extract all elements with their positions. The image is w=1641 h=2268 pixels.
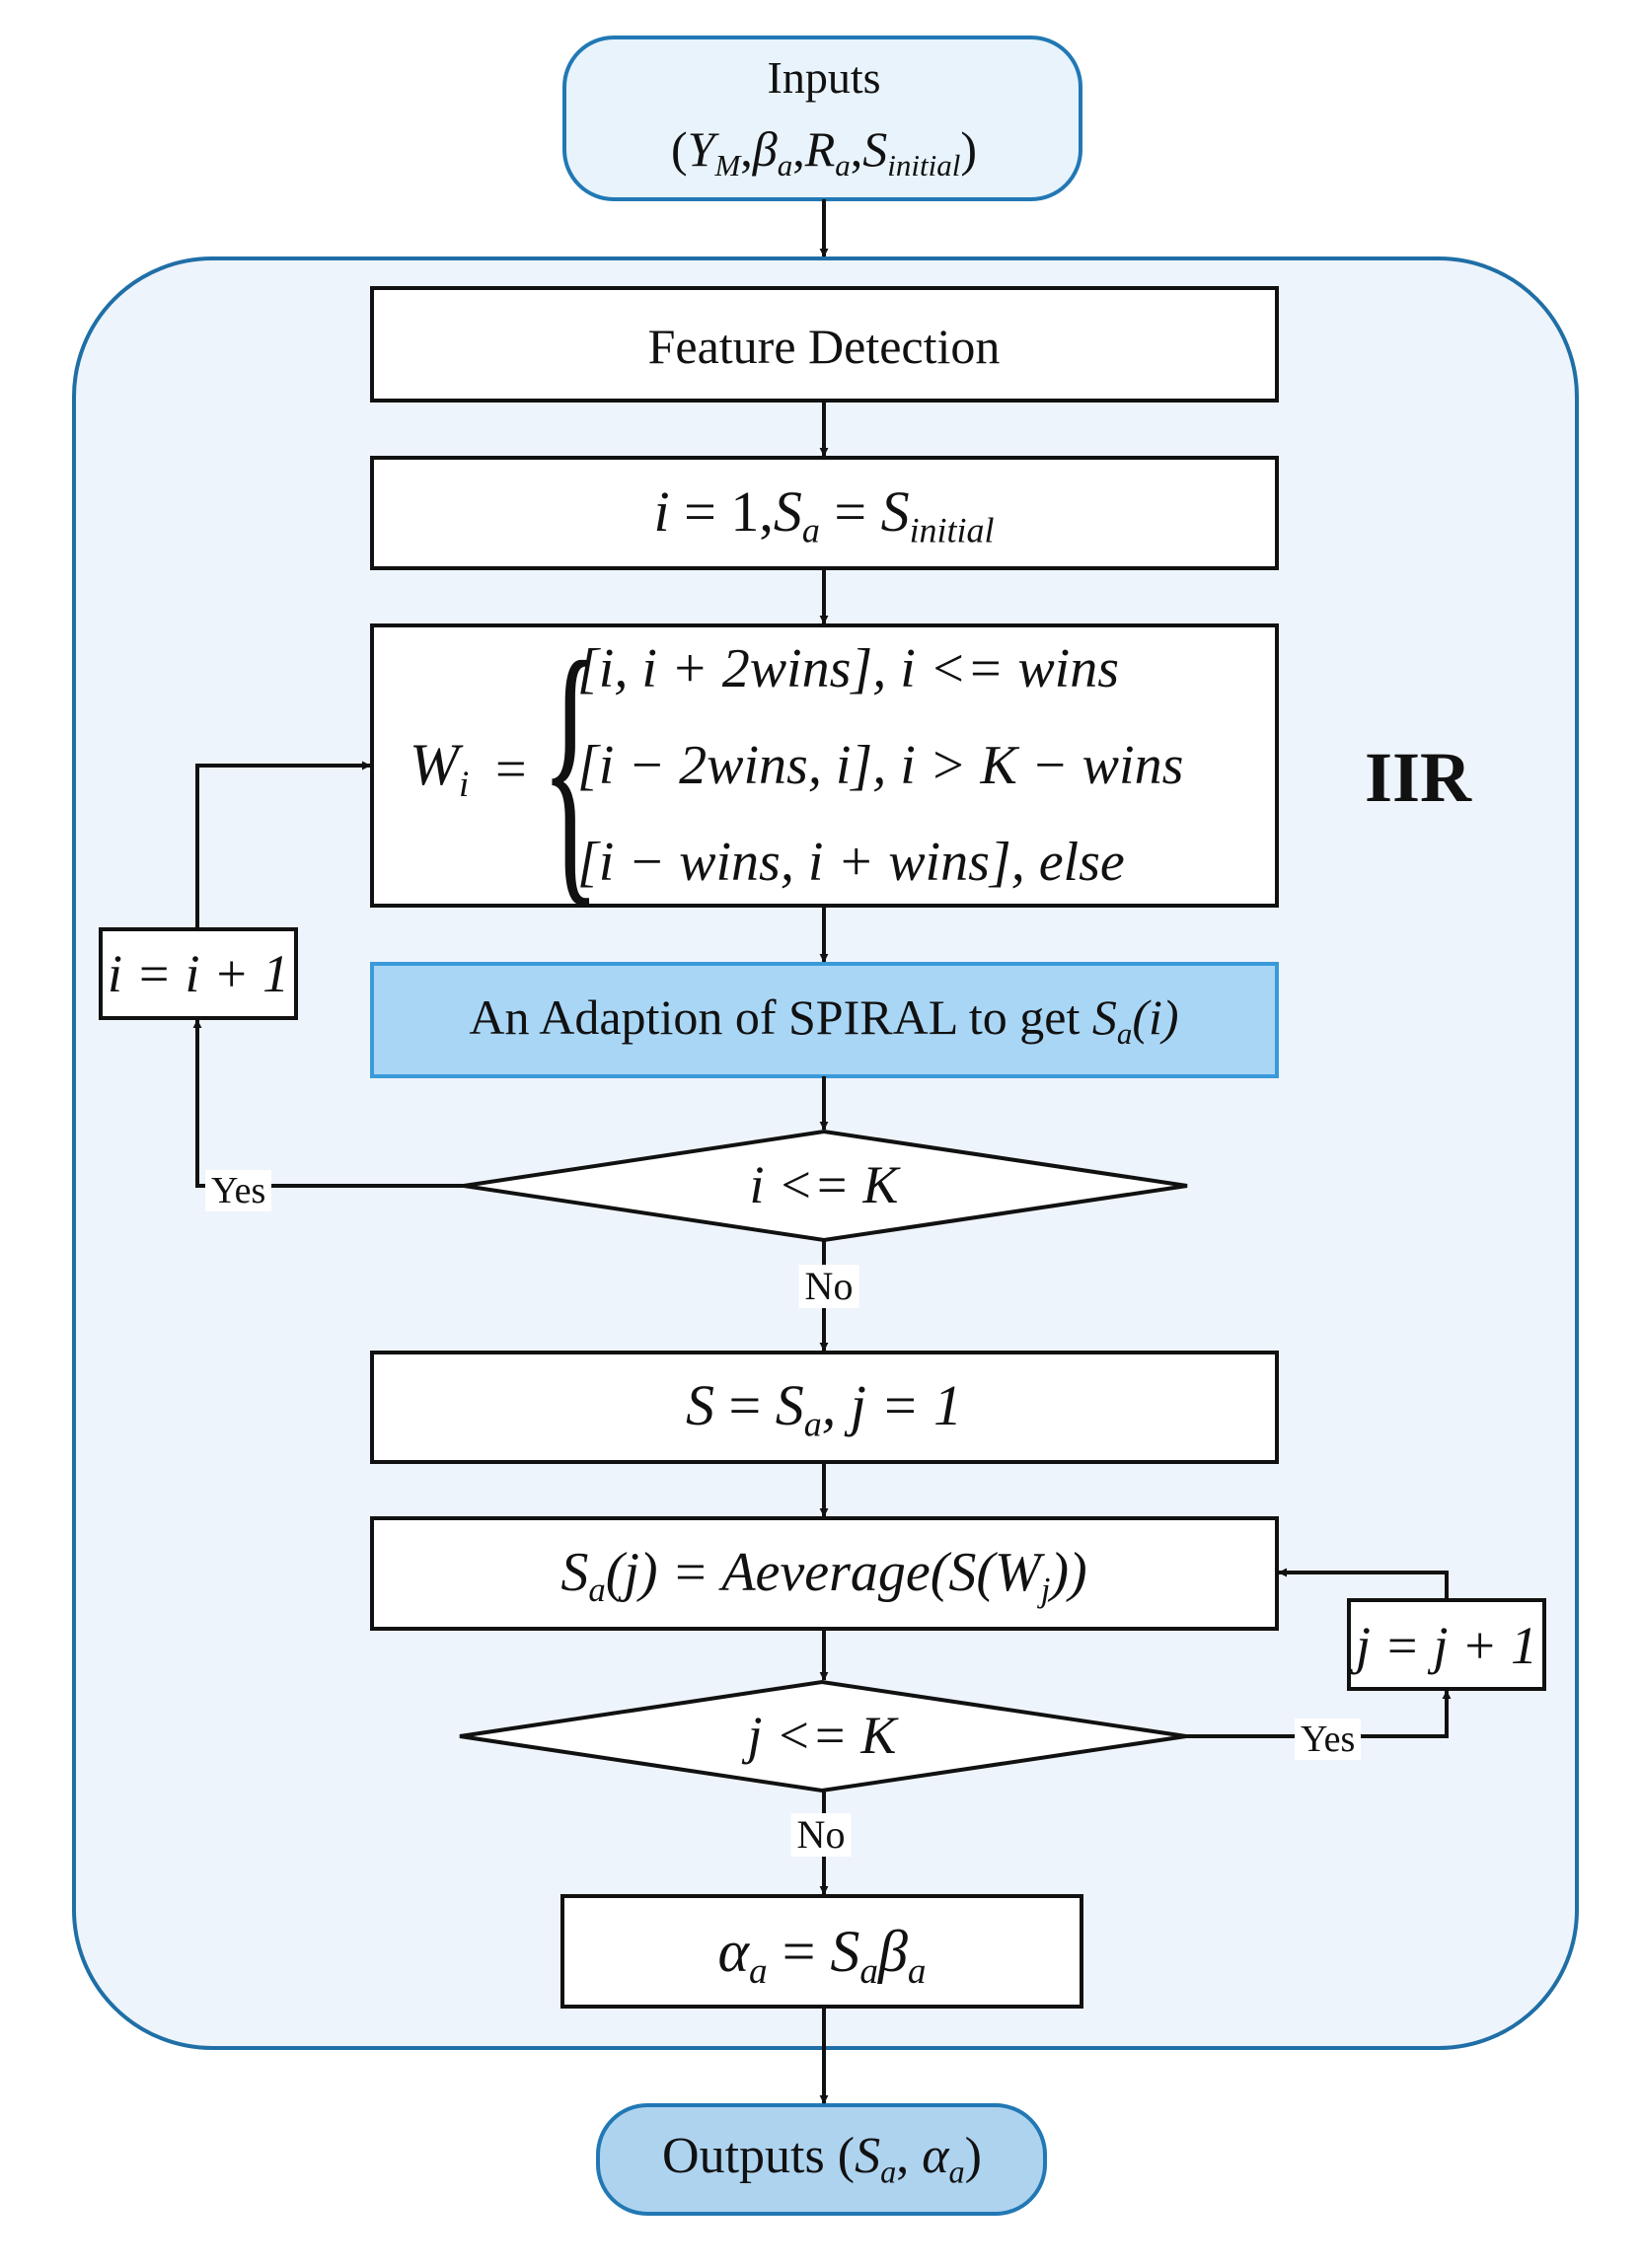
input-y-sub: M [714,147,741,183]
assign-sa-sub: a [803,1404,822,1444]
yes-j-label: Yes [1295,1719,1362,1760]
window-w-sub: i [458,764,470,805]
decision-i-label: i <= K [749,1155,899,1214]
feature-detection-box [370,286,1279,402]
alpha-sub: a [748,1950,768,1992]
inputs-params: (YM,βa,Ra,Sinitial) [671,121,977,181]
outputs-label: Outputs (Sa, αa) [662,2128,982,2188]
outputs-sep: , [896,2128,923,2184]
window-eq: = [495,739,527,800]
increment-j-label: j = j + 1 [1356,1616,1537,1675]
init-sinit-sym: S [880,479,910,544]
init-sa-sub: a [801,510,820,550]
no-i-label: No [798,1265,859,1308]
loop-i-back-line [195,761,371,929]
inputs-sep-3: , [850,121,863,177]
window-case-1: [i, i + 2wins], i <= wins [577,638,1120,699]
outputs-paren-close: ) [964,2128,982,2184]
outputs-s-sym: S [855,2128,881,2184]
alpha-eq: = [767,1919,831,1984]
outputs-title: Outputs [662,2128,838,2184]
init-expression: i = 1,Sa = Sinitial [654,483,995,549]
alpha-s-sub: a [859,1950,879,1992]
alpha-s-sym: S [830,1919,860,1984]
input-r: R [804,121,836,177]
inputs-paren-close: ) [960,121,977,177]
input-y: Y [687,121,715,177]
decision-i-diamond [463,1129,1188,1243]
alpha-beta-sub: a [907,1950,927,1992]
init-i-var: i [653,479,670,544]
iir-label: IIR [1365,738,1472,817]
window-w-sym: W [410,732,459,797]
alpha-sym: α [717,1919,749,1984]
yes-i-label: Yes [205,1170,272,1211]
spiral-text: An Adaption of SPIRAL to get [469,989,1092,1045]
init-sa-sym: S [773,479,802,544]
assign-s-box [370,1351,1279,1464]
assign-sa-sym: S [775,1373,804,1437]
average-sa-sub: a [588,1571,606,1610]
assign-s-expression: S = Sa, j = 1 [686,1377,962,1442]
feature-detection-label: Feature Detection [647,319,1001,374]
alpha-expression: αa = Saβa [717,1919,926,1990]
input-s: S [862,121,888,177]
outputs-paren-open: ( [837,2128,856,2184]
outputs-alpha-sym: α [922,2128,949,2184]
average-lhs-arg: (j) = [605,1542,722,1603]
init-eq: = [819,479,881,544]
window-case-2: [i − 2wins, i], i > K − wins [577,735,1184,796]
no-j-label: No [790,1813,852,1857]
outputs-terminal [596,2103,1047,2216]
spiral-sa-sub: a [1116,1015,1133,1051]
inputs-sep-2: , [792,121,805,177]
inputs-sep-1: , [740,121,753,177]
loop-j-back-line [1278,1568,1449,1600]
spiral-sa-sym: S [1091,989,1117,1045]
outputs-alpha-sub: a [948,2154,965,2190]
loop-i-yes-line [192,1019,464,1188]
window-lhs: Wi [410,732,469,803]
spiral-arg: (i) [1132,989,1179,1045]
inputs-title: Inputs [767,52,881,103]
average-expression: Sa(j) = Aeverage(S(Wj)) [560,1542,1087,1607]
input-s-sub: initial [887,147,961,183]
inputs-paren-open: ( [671,121,688,177]
input-beta-sub: a [777,147,793,183]
increment-i-label: i = i + 1 [108,944,289,1003]
assign-rest: , j = 1 [821,1373,962,1437]
outputs-s-sub: a [880,2154,897,2190]
spiral-label: An Adaption of SPIRAL to get Sa(i) [469,989,1179,1049]
average-close: )) [1050,1542,1087,1603]
loop-j-yes-line [1186,1690,1452,1738]
assign-s-sym: S [686,1373,715,1437]
alpha-box [560,1894,1083,2009]
average-fn: Aeverage(S(W [721,1542,1041,1603]
average-w-sub: j [1040,1571,1051,1610]
window-case-3: [i − wins, i + wins], else [577,832,1125,893]
input-r-sub: a [835,147,851,183]
alpha-beta-sym: β [878,1919,908,1984]
window-brace: { [541,602,601,929]
average-box [370,1516,1279,1631]
init-sinit-sub: initial [909,510,995,550]
init-eq-one: = 1, [669,479,774,544]
input-beta: β [752,121,778,177]
decision-j-label: j <= K [747,1706,897,1765]
average-sa-sym: S [560,1542,589,1603]
assign-s-eq: = [714,1373,776,1437]
